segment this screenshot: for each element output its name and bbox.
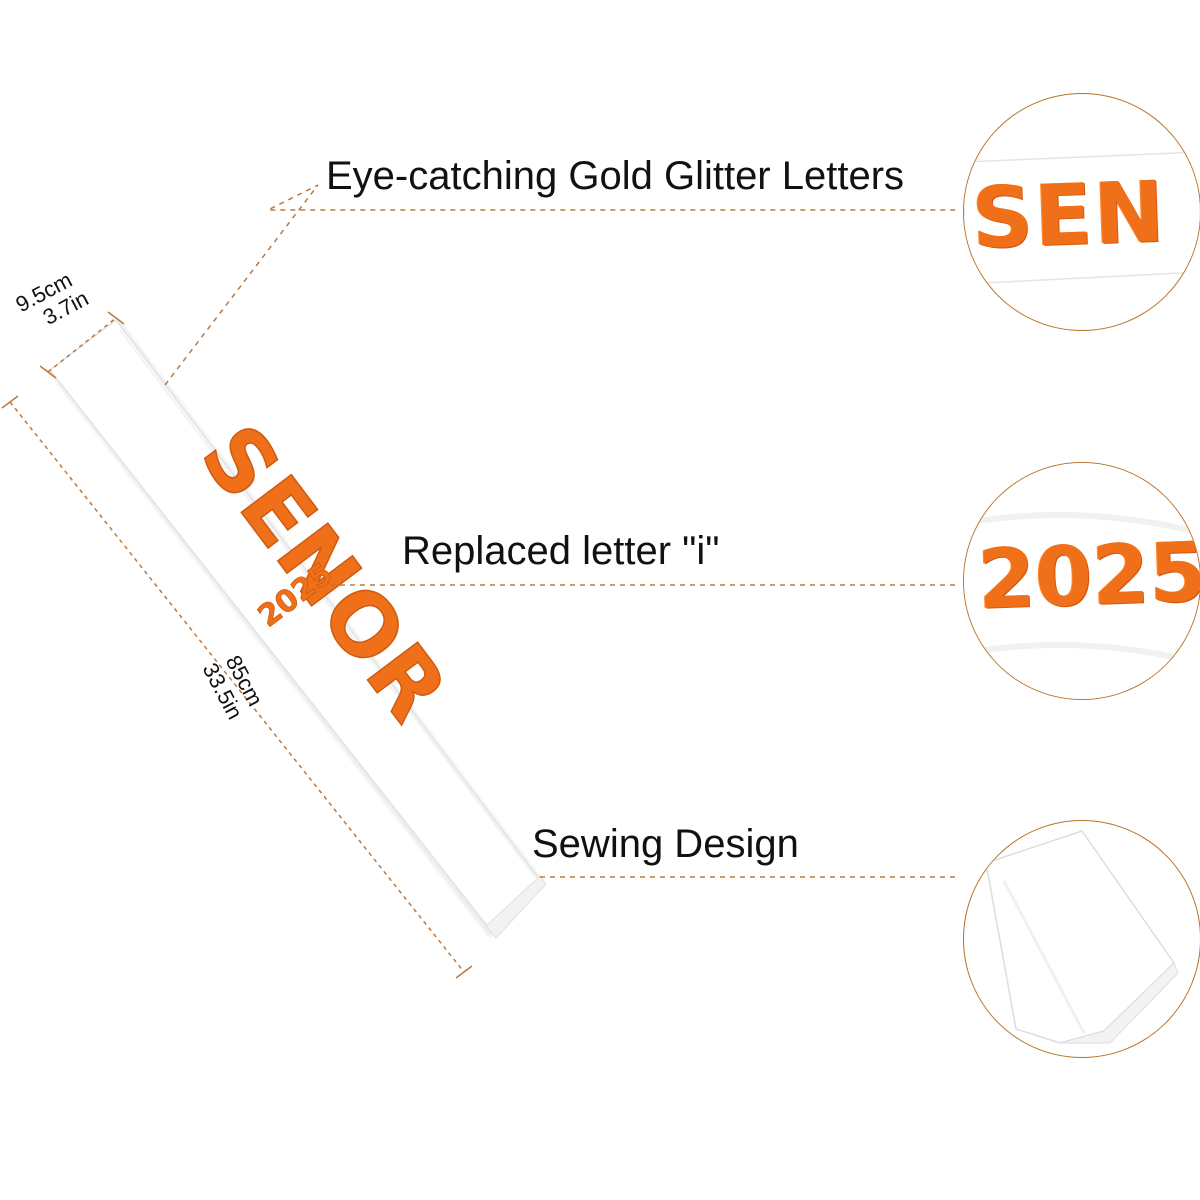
zoom-year-backdrop xyxy=(964,463,1200,699)
zoom-circle-sewing xyxy=(963,820,1200,1058)
feature-label-glitter: Eye-catching Gold Glitter Letters xyxy=(326,154,905,198)
zoom-glitter-text: SEN xyxy=(970,162,1168,268)
guide-lines xyxy=(164,184,958,878)
guide-line-glitter xyxy=(164,184,958,386)
zoom-sash-strip xyxy=(964,151,1200,285)
zoom-year-text: 2025 xyxy=(976,525,1200,628)
feature-label-replaced-letter: Replaced letter "i" xyxy=(402,529,720,573)
zoom-sewn-end xyxy=(985,830,1179,1044)
sash xyxy=(48,318,547,939)
zoom-circle-glitter: SEN xyxy=(963,93,1200,331)
zoom-circle-year: 2025 xyxy=(963,462,1200,700)
length-dimension-line xyxy=(1,395,473,979)
feature-label-sewing: Sewing Design xyxy=(532,822,799,866)
width-dimension-line xyxy=(39,311,125,379)
